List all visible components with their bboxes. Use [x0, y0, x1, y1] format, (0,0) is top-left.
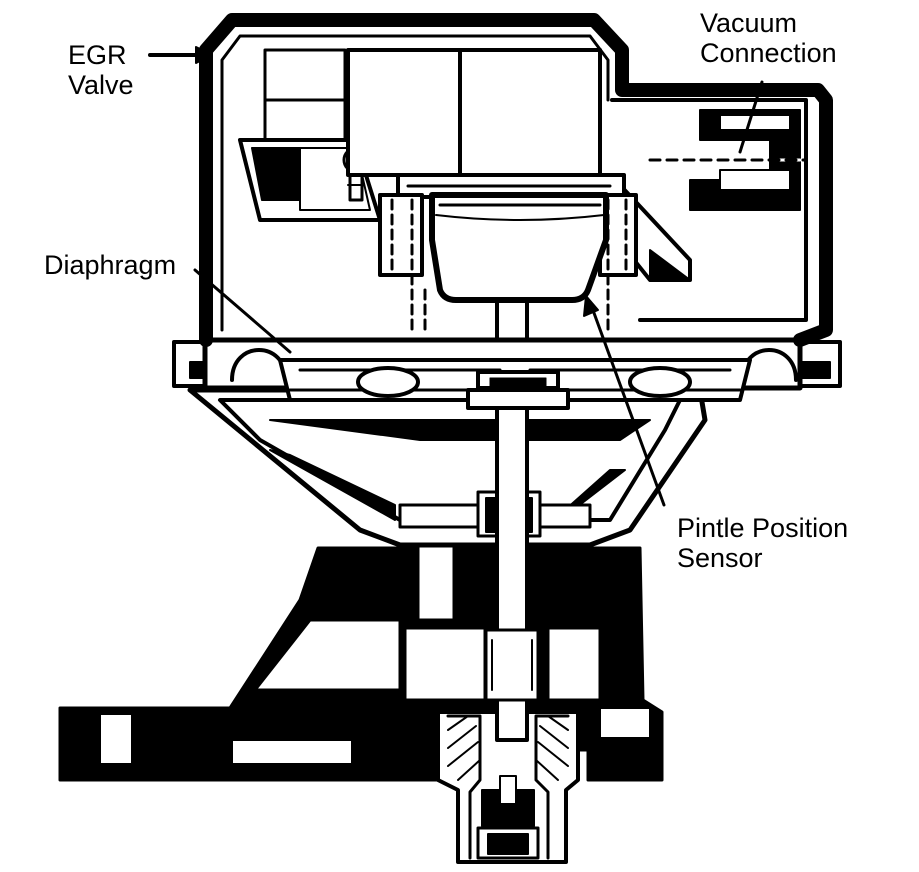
- pintle-position-sensor-label-line2: Sensor: [677, 543, 763, 573]
- egr-valve-label: EGR Valve: [68, 40, 134, 100]
- diaphragm-label: Diaphragm: [44, 250, 176, 280]
- diaphragm-label-line1: Diaphragm: [44, 250, 177, 280]
- diaphragm-assembly: [172, 337, 842, 410]
- upper-housing: [199, 13, 833, 347]
- pintle-seat: [436, 710, 580, 864]
- egr-valve-label-line2: Valve: [68, 70, 134, 100]
- pintle-position-sensor-label-line1: Pintle Position: [677, 513, 849, 543]
- egr-valve-label-line1: EGR: [68, 40, 127, 70]
- vacuum-connection-label-line1: Vacuum: [700, 8, 798, 38]
- pintle-position-sensor-label: Pintle Position Sensor: [677, 513, 848, 573]
- vacuum-connection-label-line2: Connection: [700, 38, 837, 68]
- lower-cone-housing: [187, 387, 708, 548]
- vacuum-connection-label: Vacuum Connection: [700, 8, 837, 68]
- leader-lines: [148, 46, 764, 507]
